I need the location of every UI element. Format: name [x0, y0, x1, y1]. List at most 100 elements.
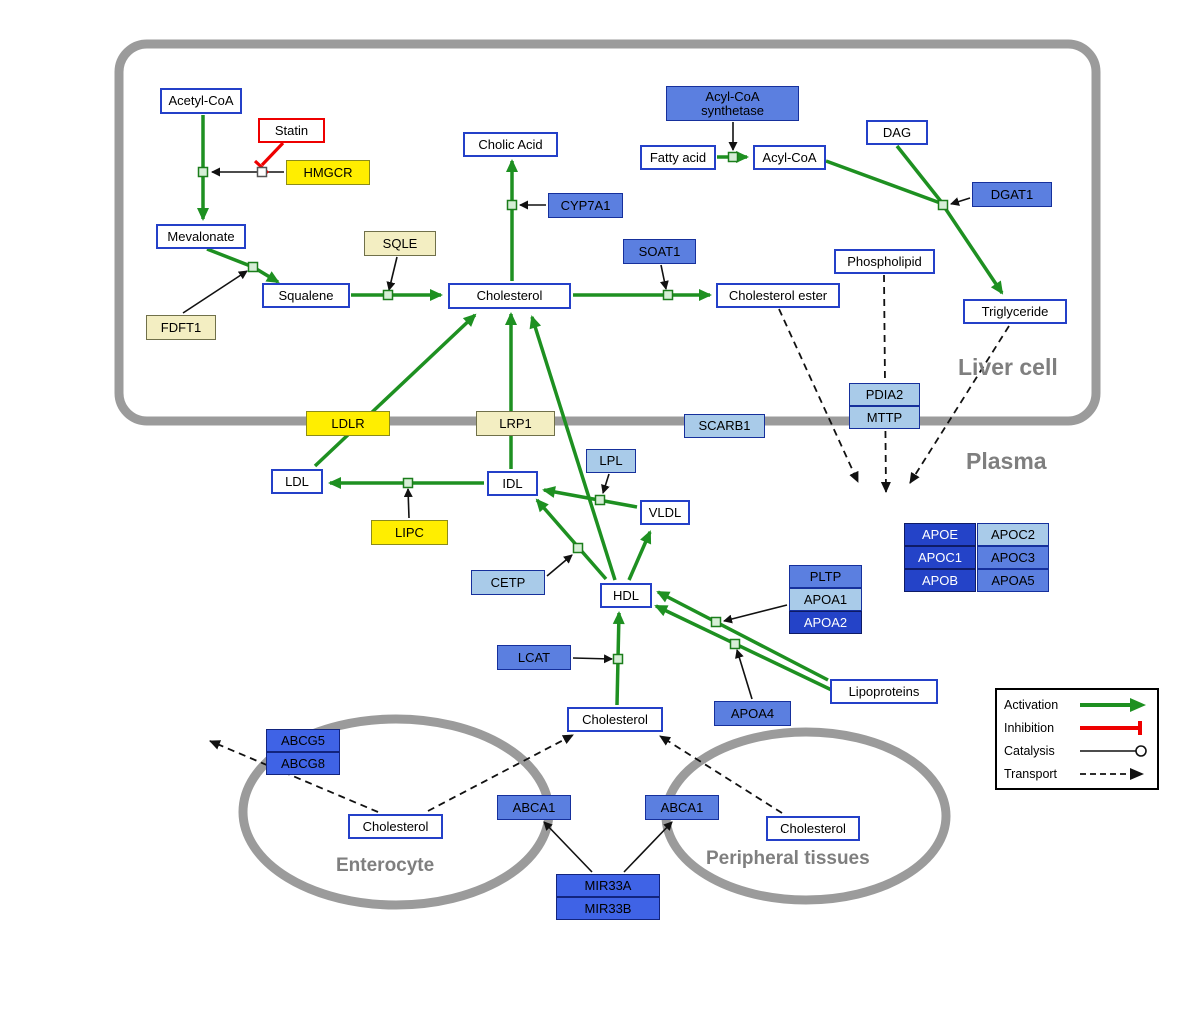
node-acyl-coa-synthetase[interactable]: Acyl-CoA synthetase — [666, 86, 799, 121]
node-cetp[interactable]: CETP — [471, 570, 545, 595]
legend-row-activation: Activation — [1004, 695, 1150, 714]
reaction-anchors — [197, 151, 949, 665]
legend-catalysis-label: Catalysis — [1004, 743, 1055, 758]
node-soat1[interactable]: SOAT1 — [623, 239, 696, 264]
node-lpl[interactable]: LPL — [586, 449, 636, 473]
legend-row-catalysis: Catalysis — [1004, 741, 1150, 760]
node-abcg5[interactable]: ABCG5 — [266, 729, 340, 752]
node-squalene[interactable]: Squalene — [262, 283, 350, 308]
catalysis-lpl — [601, 473, 610, 494]
regulation-mir33-abca1-left — [543, 821, 593, 873]
node-abcg8[interactable]: ABCG8 — [266, 752, 340, 775]
catalysis-fdft1 — [182, 270, 248, 314]
node-mir33b[interactable]: MIR33B — [556, 897, 660, 920]
node-mevalonate[interactable]: Mevalonate — [156, 224, 246, 249]
activation-arrow-icon — [1080, 697, 1146, 712]
node-mir33a[interactable]: MIR33A — [556, 874, 660, 897]
node-hmgcr[interactable]: HMGCR — [286, 160, 370, 185]
liver-cell-membrane — [114, 39, 1101, 426]
edge-junction-triglyceride — [941, 204, 1004, 295]
node-pltp[interactable]: PLTP — [789, 565, 862, 588]
node-apoe[interactable]: APOE — [904, 523, 976, 546]
node-lipc[interactable]: LIPC — [371, 520, 448, 545]
transport-cholesterol-ester — [778, 308, 859, 483]
node-lipoproteins[interactable]: Lipoproteins — [830, 679, 938, 704]
node-dag[interactable]: DAG — [866, 120, 928, 145]
node-idl[interactable]: IDL — [487, 471, 538, 496]
edge-dag-junction — [895, 144, 945, 206]
node-abca1-right[interactable]: ABCA1 — [645, 795, 719, 820]
node-cholesterol-enterocyte[interactable]: Cholesterol — [348, 814, 443, 839]
edge-vldl-idl — [542, 486, 638, 509]
catalysis-circle-icon — [1080, 744, 1147, 757]
node-apob[interactable]: APOB — [904, 569, 976, 592]
anchor-statin-target — [256, 166, 268, 178]
catalysis-soat1 — [659, 264, 669, 290]
edge-hdl-idl — [535, 498, 608, 581]
node-statin[interactable]: Statin — [258, 118, 325, 143]
edge-mevalonate-squalene — [206, 247, 280, 284]
node-cholesterol-ester[interactable]: Cholesterol ester — [716, 283, 840, 308]
node-lrp1[interactable]: LRP1 — [476, 411, 555, 436]
node-phospholipid[interactable]: Phospholipid — [834, 249, 935, 274]
node-abca1-left[interactable]: ABCA1 — [497, 795, 571, 820]
legend-row-inhibition: Inhibition — [1004, 718, 1150, 737]
node-fdft1[interactable]: FDFT1 — [146, 315, 216, 340]
node-apoc1[interactable]: APOC1 — [904, 546, 976, 569]
transport-triglyceride — [909, 325, 1010, 484]
legend-inhibition-label: Inhibition — [1004, 720, 1055, 735]
node-apoa1[interactable]: APOA1 — [789, 588, 862, 611]
node-fatty-acid[interactable]: Fatty acid — [640, 145, 716, 170]
catalysis-lipc — [403, 488, 413, 519]
catalysis-cetp — [546, 554, 573, 577]
node-acetyl-coa[interactable]: Acetyl-CoA — [160, 88, 242, 114]
catalysis-dgat1 — [950, 197, 971, 206]
inhibition-statin-line — [260, 141, 285, 167]
edge-acylcoa-junction — [825, 159, 944, 206]
node-sqle[interactable]: SQLE — [364, 231, 436, 256]
peripheral-tissues-label: Peripheral tissues — [706, 848, 870, 869]
node-triglyceride[interactable]: Triglyceride — [963, 299, 1067, 324]
node-scarb1[interactable]: SCARB1 — [684, 414, 765, 438]
node-acyl-coa[interactable]: Acyl-CoA — [753, 145, 826, 170]
regulation-mir33-abca1-right — [623, 821, 673, 873]
node-cholesterol-plasma[interactable]: Cholesterol — [567, 707, 663, 732]
activation-edges — [197, 115, 1004, 706]
node-cyp7a1[interactable]: CYP7A1 — [548, 193, 623, 218]
node-vldl[interactable]: VLDL — [640, 500, 690, 525]
node-ldlr[interactable]: LDLR — [306, 411, 390, 436]
node-apoa2[interactable]: APOA2 — [789, 611, 862, 634]
transport-enterocyte-efflux — [209, 740, 379, 813]
node-apoa4[interactable]: APOA4 — [714, 701, 791, 726]
node-cholesterol-liver[interactable]: Cholesterol — [448, 283, 571, 309]
legend-row-transport: Transport — [1004, 764, 1150, 783]
node-dgat1[interactable]: DGAT1 — [972, 182, 1052, 207]
node-cholesterol-peripheral[interactable]: Cholesterol — [766, 816, 860, 841]
edge-ldl-cholesterol — [313, 313, 477, 468]
edge-hdl-cholesterol — [529, 315, 617, 581]
transport-dashed-arrow-icon — [1080, 767, 1144, 780]
node-cholic-acid[interactable]: Cholic Acid — [463, 132, 558, 157]
edge-lipoproteins-hdl-1 — [656, 590, 829, 682]
catalysis-edges — [182, 122, 971, 873]
legend-activation-label: Activation — [1004, 697, 1059, 712]
node-pdia2[interactable]: PDIA2 — [849, 383, 920, 406]
node-mttp[interactable]: MTTP — [849, 406, 920, 429]
legend: Activation Inhibition Catalysis Transpor… — [995, 688, 1159, 790]
enterocyte-label: Enterocyte — [336, 855, 435, 876]
edge-lipoproteins-hdl-2 — [654, 604, 841, 696]
node-ldl[interactable]: LDL — [271, 469, 323, 494]
node-lcat[interactable]: LCAT — [497, 645, 571, 670]
catalysis-lcat — [572, 654, 613, 664]
legend-transport-label: Transport — [1004, 766, 1058, 781]
catalysis-apoa1 — [723, 604, 788, 624]
node-apoa5[interactable]: APOA5 — [977, 569, 1049, 592]
node-apoc3[interactable]: APOC3 — [977, 546, 1049, 569]
edge-hdl-vldl — [627, 530, 652, 581]
transport-peripheral-to-plasma — [659, 735, 783, 814]
node-hdl[interactable]: HDL — [600, 583, 652, 608]
plasma-label: Plasma — [966, 448, 1047, 474]
node-apoc2[interactable]: APOC2 — [977, 523, 1049, 546]
